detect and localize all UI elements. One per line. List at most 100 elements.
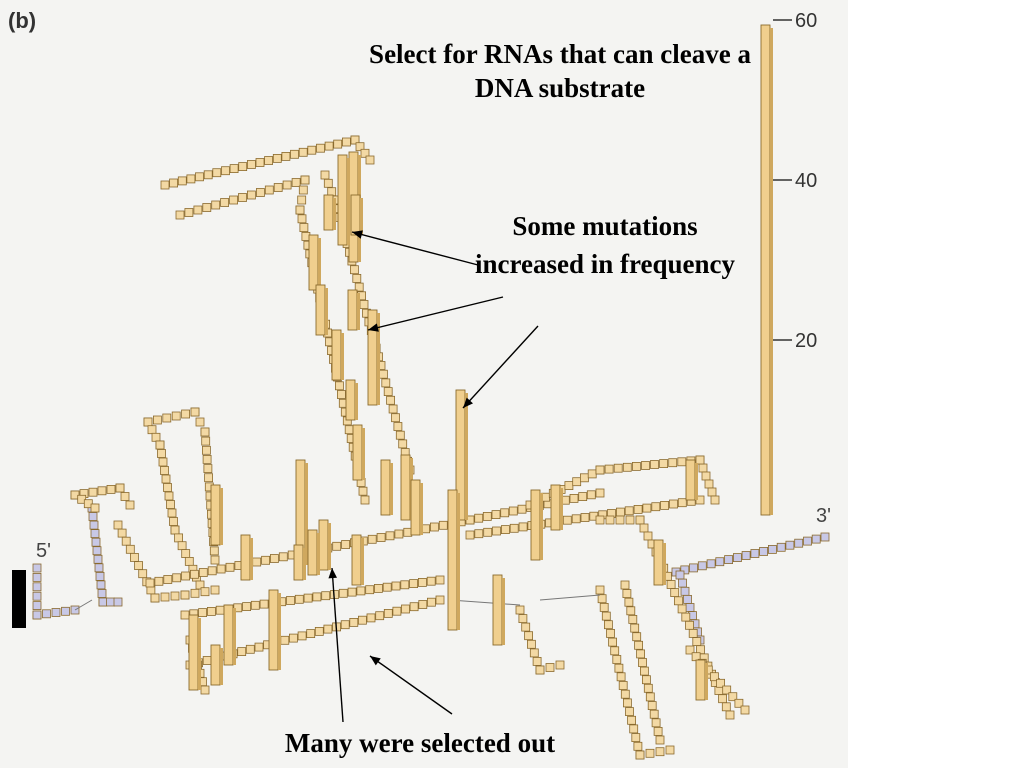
nucleotide [212,168,222,178]
frequency-bar-side [390,463,393,515]
nucleotide [181,409,191,419]
increased-bar [268,589,279,671]
increased-bar [380,459,391,516]
nucleotide [202,454,212,464]
nucleotide [474,529,484,539]
nucleotide [181,549,191,558]
nucleotide [601,611,611,621]
primer-nucleotide [32,582,42,592]
nucleotide [145,578,155,588]
nucleotide [210,555,220,565]
increased-bar [492,574,503,646]
nucleotide [297,214,307,224]
nucleotide [193,205,203,215]
mutation-arrow [351,231,479,266]
nucleotide [660,500,669,510]
nucleotide [161,474,171,484]
nucleotide [272,153,282,163]
nucleotide [162,413,172,423]
nucleotide [280,635,290,645]
nucleotide [401,604,410,614]
nucleotide [189,569,199,579]
nucleotide [385,531,395,541]
increased-bar [685,459,696,501]
nucleotide [564,481,574,491]
nucleotide [160,592,170,602]
nucleotide [474,513,484,523]
frequency-bar-side [198,618,201,690]
nucleotide [375,611,385,621]
nucleotide [725,710,735,720]
nucleotide [398,439,408,449]
nucleotide [163,483,172,492]
nucleotide [138,569,148,579]
primer-nucleotide [98,597,108,607]
mutations-caption: Some mutations increased in frequency [475,211,735,280]
nucleotide [246,160,256,169]
increased-bar [337,154,348,246]
nucleotide [605,515,615,525]
nucleotide [229,164,239,174]
nucleotide [97,486,107,496]
frequency-bar-side [362,428,365,480]
nucleotide [674,596,683,606]
nucleotide [177,541,187,551]
nucleotide [509,523,519,533]
frequency-bar-side [420,483,423,535]
primer-nucleotide [803,536,812,546]
nucleotide [220,198,230,207]
nucleotide [152,415,162,425]
nucleotide [252,557,262,567]
nucleotide [668,458,678,468]
nucleotide [125,500,135,510]
nucleotide [320,170,330,180]
nucleotide [391,413,400,423]
nucleotide [155,440,165,450]
nucleotide [200,685,210,695]
nucleotide [418,600,428,609]
nucleotide [626,606,636,616]
nucleotide [151,432,161,442]
nucleotide [595,515,605,525]
increased-bar [367,309,378,406]
nucleotide [238,193,247,202]
frequency-bar-side [220,648,223,685]
nucleotide [201,445,211,455]
increased-bar [318,519,329,571]
primer-nucleotide [733,553,742,562]
three-prime-label: 3' [816,505,831,527]
nucleotide [77,494,87,504]
nucleotide [388,404,398,414]
nucleotide [608,637,617,647]
nucleotide [299,223,309,233]
mutation-arrow [367,296,504,331]
nucleotide [360,148,370,158]
nucleotide [650,460,659,469]
nucleotide [261,555,271,565]
nucleotide [721,702,731,712]
nucleotide [167,508,177,518]
nucleotide [373,584,383,593]
mutation-arrow-head [463,397,473,408]
frequency-bar-side [325,288,328,335]
nucleotide [201,436,211,446]
nucleotide [334,381,344,391]
nucleotide [121,536,131,546]
nucleotide [238,162,248,172]
nucleotide [578,492,588,502]
nucleotide [324,141,334,151]
nucleotide [647,701,657,710]
nucleotide [616,672,626,682]
frequency-bar-side [278,593,281,670]
primer-nucleotide [61,606,70,616]
nucleotide [307,145,317,155]
nucleotide [616,507,625,517]
nucleotide [722,685,732,695]
nucleotide [524,631,533,641]
nucleotide [211,200,221,210]
nucleotide [426,597,436,607]
nucleotide [642,503,652,513]
nucleotide [209,546,219,556]
primer-nucleotide [741,551,751,560]
nucleotide [376,533,386,542]
